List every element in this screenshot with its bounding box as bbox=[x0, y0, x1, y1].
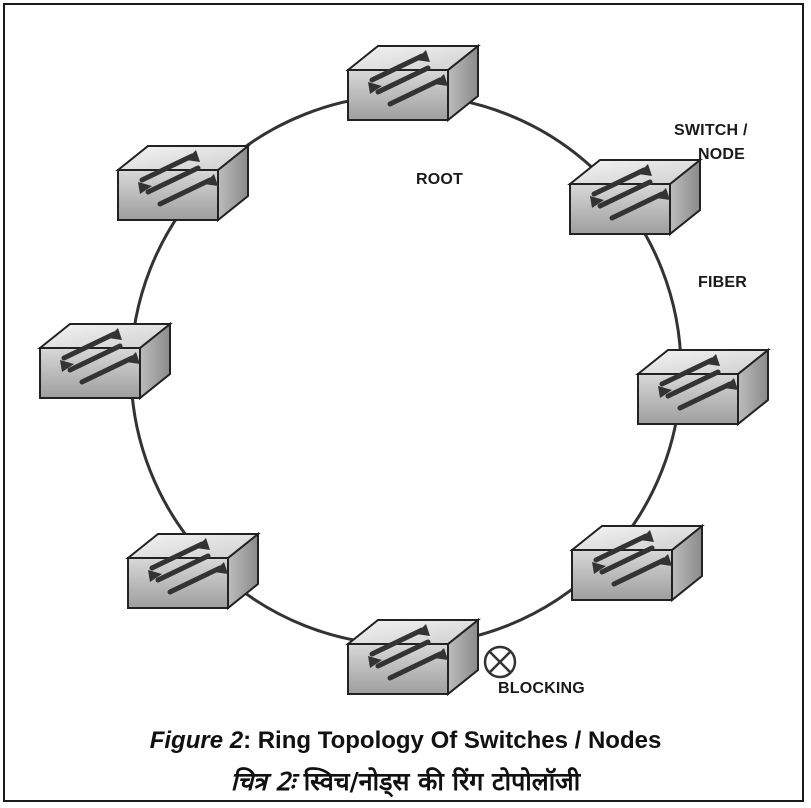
switch-node-label-line1: SWITCH / bbox=[674, 122, 748, 139]
switch-node-top-left bbox=[118, 146, 248, 220]
switch-node-bottom-right bbox=[572, 526, 702, 600]
caption-english-text: : Ring Topology Of Switches / Nodes bbox=[243, 727, 662, 754]
switch-node-bottom bbox=[348, 620, 478, 694]
switch-node-left bbox=[40, 324, 170, 398]
blocking-icon bbox=[483, 645, 517, 679]
caption-english: Figure 2: Ring Topology Of Switches / No… bbox=[0, 727, 811, 755]
switch-node-right bbox=[638, 350, 768, 424]
caption-hindi-prefix: चित्र 2ः bbox=[230, 767, 295, 796]
switch-node-root bbox=[348, 46, 478, 120]
caption-hindi: चित्र 2ः स्विच/नोड्स की रिंग टोपोलॉजी bbox=[0, 764, 811, 798]
fiber-label: FIBER bbox=[698, 274, 747, 291]
switch-node-bottom-left bbox=[128, 534, 258, 608]
root-label: ROOT bbox=[416, 171, 464, 188]
blocking-label: BLOCKING bbox=[498, 680, 585, 697]
switch-node-label-line2: NODE bbox=[698, 146, 746, 163]
switch-node-top-right bbox=[570, 160, 700, 234]
caption-english-prefix: Figure 2 bbox=[149, 727, 244, 754]
caption-hindi-text: स्विच/नोड्स की रिंग टोपोलॉजी bbox=[295, 767, 581, 796]
